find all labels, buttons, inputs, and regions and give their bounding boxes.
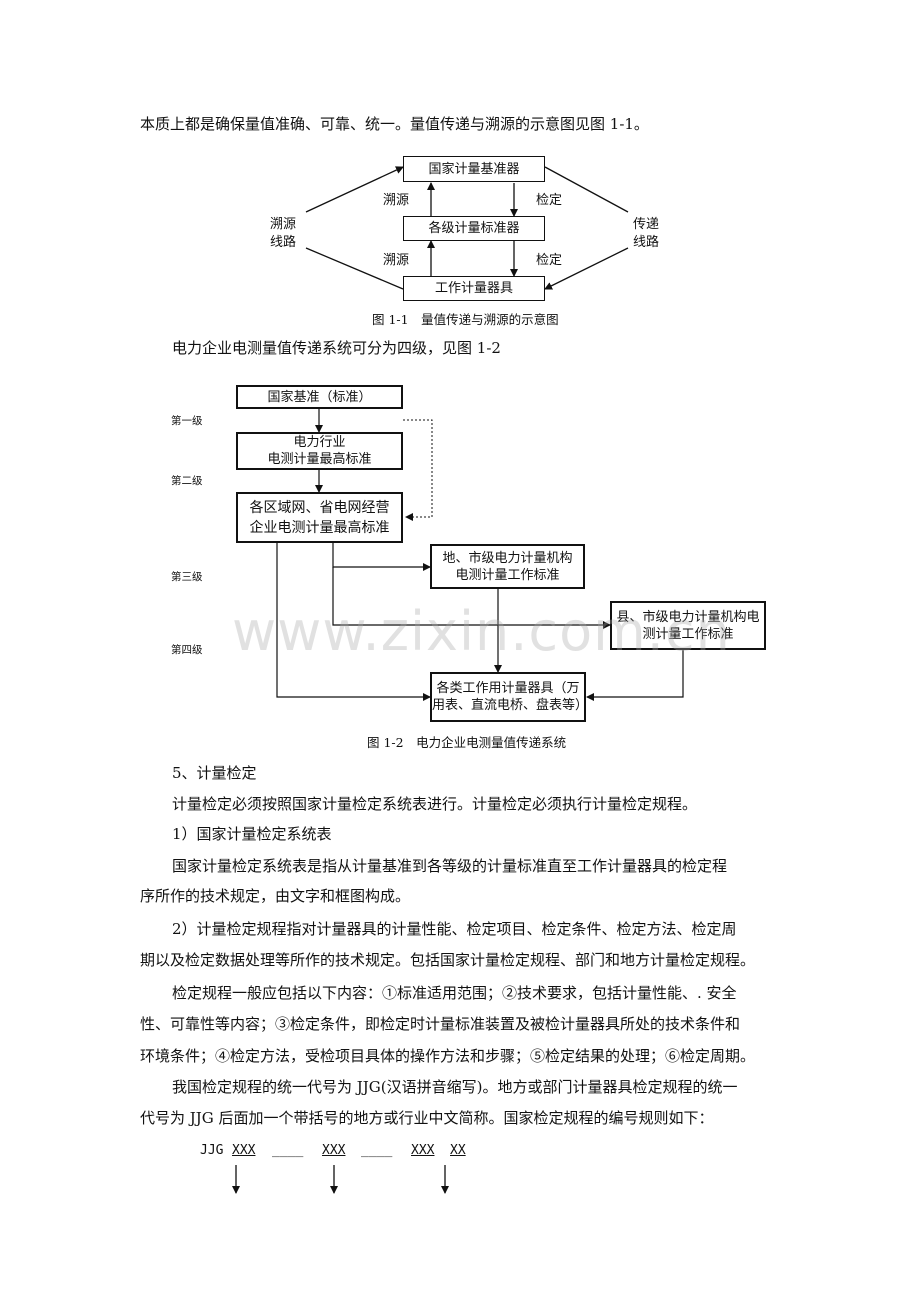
code-prefix: JJG xyxy=(200,1143,224,1158)
fig1-left-diag-top xyxy=(305,166,404,213)
fig2-box2-line2: 电测计量最高标准 xyxy=(267,452,372,467)
watermark: www.zixin.com.cn xyxy=(232,600,731,663)
fig2-level-4: 第四级 xyxy=(171,644,203,656)
fig2-box5-line2: 测计量工作标准 xyxy=(642,626,734,642)
paragraph-5-line-1: 我国检定规程的统一代号为 JJG(汉语拼音缩写)。地方或部门计量器具检定规程的统… xyxy=(172,1078,738,1096)
fig2-arrow-3-5 xyxy=(332,567,611,629)
fig2-dotted-bypass xyxy=(403,419,433,521)
paragraph-2-line-2: 序所作的技术规定，由文字和框图构成。 xyxy=(140,887,411,905)
fig1-verify-label-1: 检定 xyxy=(536,193,563,208)
paragraph-4-line-2: 性、可靠性等内容；③检定条件，即检定时计量标准装置及被检计量器具所处的技术条件和 xyxy=(140,1015,741,1033)
intro-line: 本质上都是确保量值准确、可靠、统一。量值传递与溯源的示意图见图 1-1。 xyxy=(140,115,649,133)
fig2-box-national-standard: 国家基准（标准） xyxy=(236,385,403,409)
code-seg-1: XXX xyxy=(232,1143,256,1158)
paragraph-4-line-1: 检定规程一般应包括以下内容：①标准适用范围；②技术要求，包括计量性能、. 安全 xyxy=(172,984,737,1002)
code-seg-2: XXX xyxy=(322,1143,346,1158)
code-blank-2: ____ xyxy=(361,1143,393,1158)
paragraph-3-line-2: 期以及检定数据处理等所作的技术规定。包括国家计量检定规程、部门和地方计量检定规程… xyxy=(140,951,756,969)
fig2-box6-line2: 用表、直流电桥、盘表等） xyxy=(432,698,589,713)
fig1-right-diag-bottom xyxy=(544,247,629,290)
fig1-caption: 图 1-1 量值传递与溯源的示意图 xyxy=(372,312,559,327)
fig2-box-industry-standard: 电力行业 电测计量最高标准 xyxy=(236,432,403,470)
fig2-box-grid-enterprise-standard: 各区域网、省电网经营 企业电测计量最高标准 xyxy=(236,492,403,543)
fig2-intro: 电力企业电测量值传递系统可分为四级，见图 1-2 xyxy=(172,339,501,357)
fig2-box5-line1: 县、市级电力计量机构电 xyxy=(616,609,760,625)
fig1-left-line-label-1: 溯源 xyxy=(270,217,297,232)
fig1-left-line-label-2: 线路 xyxy=(270,235,297,250)
paragraph-2-line-1: 国家计量检定系统表是指从计量基准到各等级的计量标准直至工作计量器具的检定程 xyxy=(172,857,728,875)
fig1-left-diag-bottom xyxy=(305,247,404,290)
code-seg-4: XX xyxy=(450,1143,466,1158)
paragraph-3-line-1: 2）计量检定规程指对计量器具的计量性能、检定项目、检定条件、检定方法、检定周 xyxy=(172,920,737,938)
fig2-box2-line1: 电力行业 xyxy=(293,435,346,450)
fig2-box6-line1: 各类工作用计量器具（万 xyxy=(436,681,580,696)
fig1-trace-label-2: 溯源 xyxy=(383,253,410,268)
fig2-box-working-instruments: 各类工作用计量器具（万 用表、直流电桥、盘表等） xyxy=(430,672,589,722)
fig1-right-diag-top xyxy=(544,166,629,213)
fig2-caption: 图 1-2 电力企业电测量值传递系统 xyxy=(367,735,567,750)
fig2-arrow-3-6 xyxy=(276,543,431,701)
fig1-box-working-instruments: 工作计量器具 xyxy=(403,276,545,301)
code-blank-1: ____ xyxy=(272,1143,304,1158)
fig1-right-line-label-2: 线路 xyxy=(633,235,660,250)
code-seg-3: XXX xyxy=(411,1143,435,1158)
fig1-right-line-label-1: 传递 xyxy=(633,217,660,232)
fig2-box4-line1: 地、市级电力计量机构 xyxy=(442,550,573,566)
fig1-box-standard-devices: 各级计量标准器 xyxy=(403,216,545,241)
fig2-level-1: 第一级 xyxy=(171,415,203,427)
fig2-arrow-5-6 xyxy=(586,650,684,701)
item-1-title: 1）国家计量检定系统表 xyxy=(172,825,332,843)
fig2-level-2: 第二级 xyxy=(171,475,203,487)
fig2-level-3: 第三级 xyxy=(171,571,203,583)
fig1-box-national-standard: 国家计量基准器 xyxy=(403,156,545,182)
section-title: 5、计量检定 xyxy=(172,764,257,782)
fig2-box-county-standard: 县、市级电力计量机构电 测计量工作标准 xyxy=(610,601,766,650)
fig1-verify-label-2: 检定 xyxy=(536,253,563,268)
paragraph-5-line-2: 代号为 JJG 后面加一个带括号的地方或行业中文简称。国家检定规程的编号规则如下… xyxy=(140,1109,714,1127)
paragraph-4-line-3: 环境条件；④检定方法，受检项目具体的操作方法和步骤；⑤检定结果的处理；⑥检定周期… xyxy=(140,1047,756,1065)
paragraph-1: 计量检定必须按照国家计量检定系统表进行。计量检定必须执行计量检定规程。 xyxy=(172,795,698,813)
fig1-trace-label-1: 溯源 xyxy=(383,193,410,208)
fig2-box4-line2: 电测计量工作标准 xyxy=(455,567,560,583)
fig2-box3-line2: 企业电测计量最高标准 xyxy=(249,519,390,536)
fig2-box3-line1: 各区域网、省电网经营 xyxy=(249,499,390,516)
fig2-box-city-standard: 地、市级电力计量机构 电测计量工作标准 xyxy=(430,544,585,589)
